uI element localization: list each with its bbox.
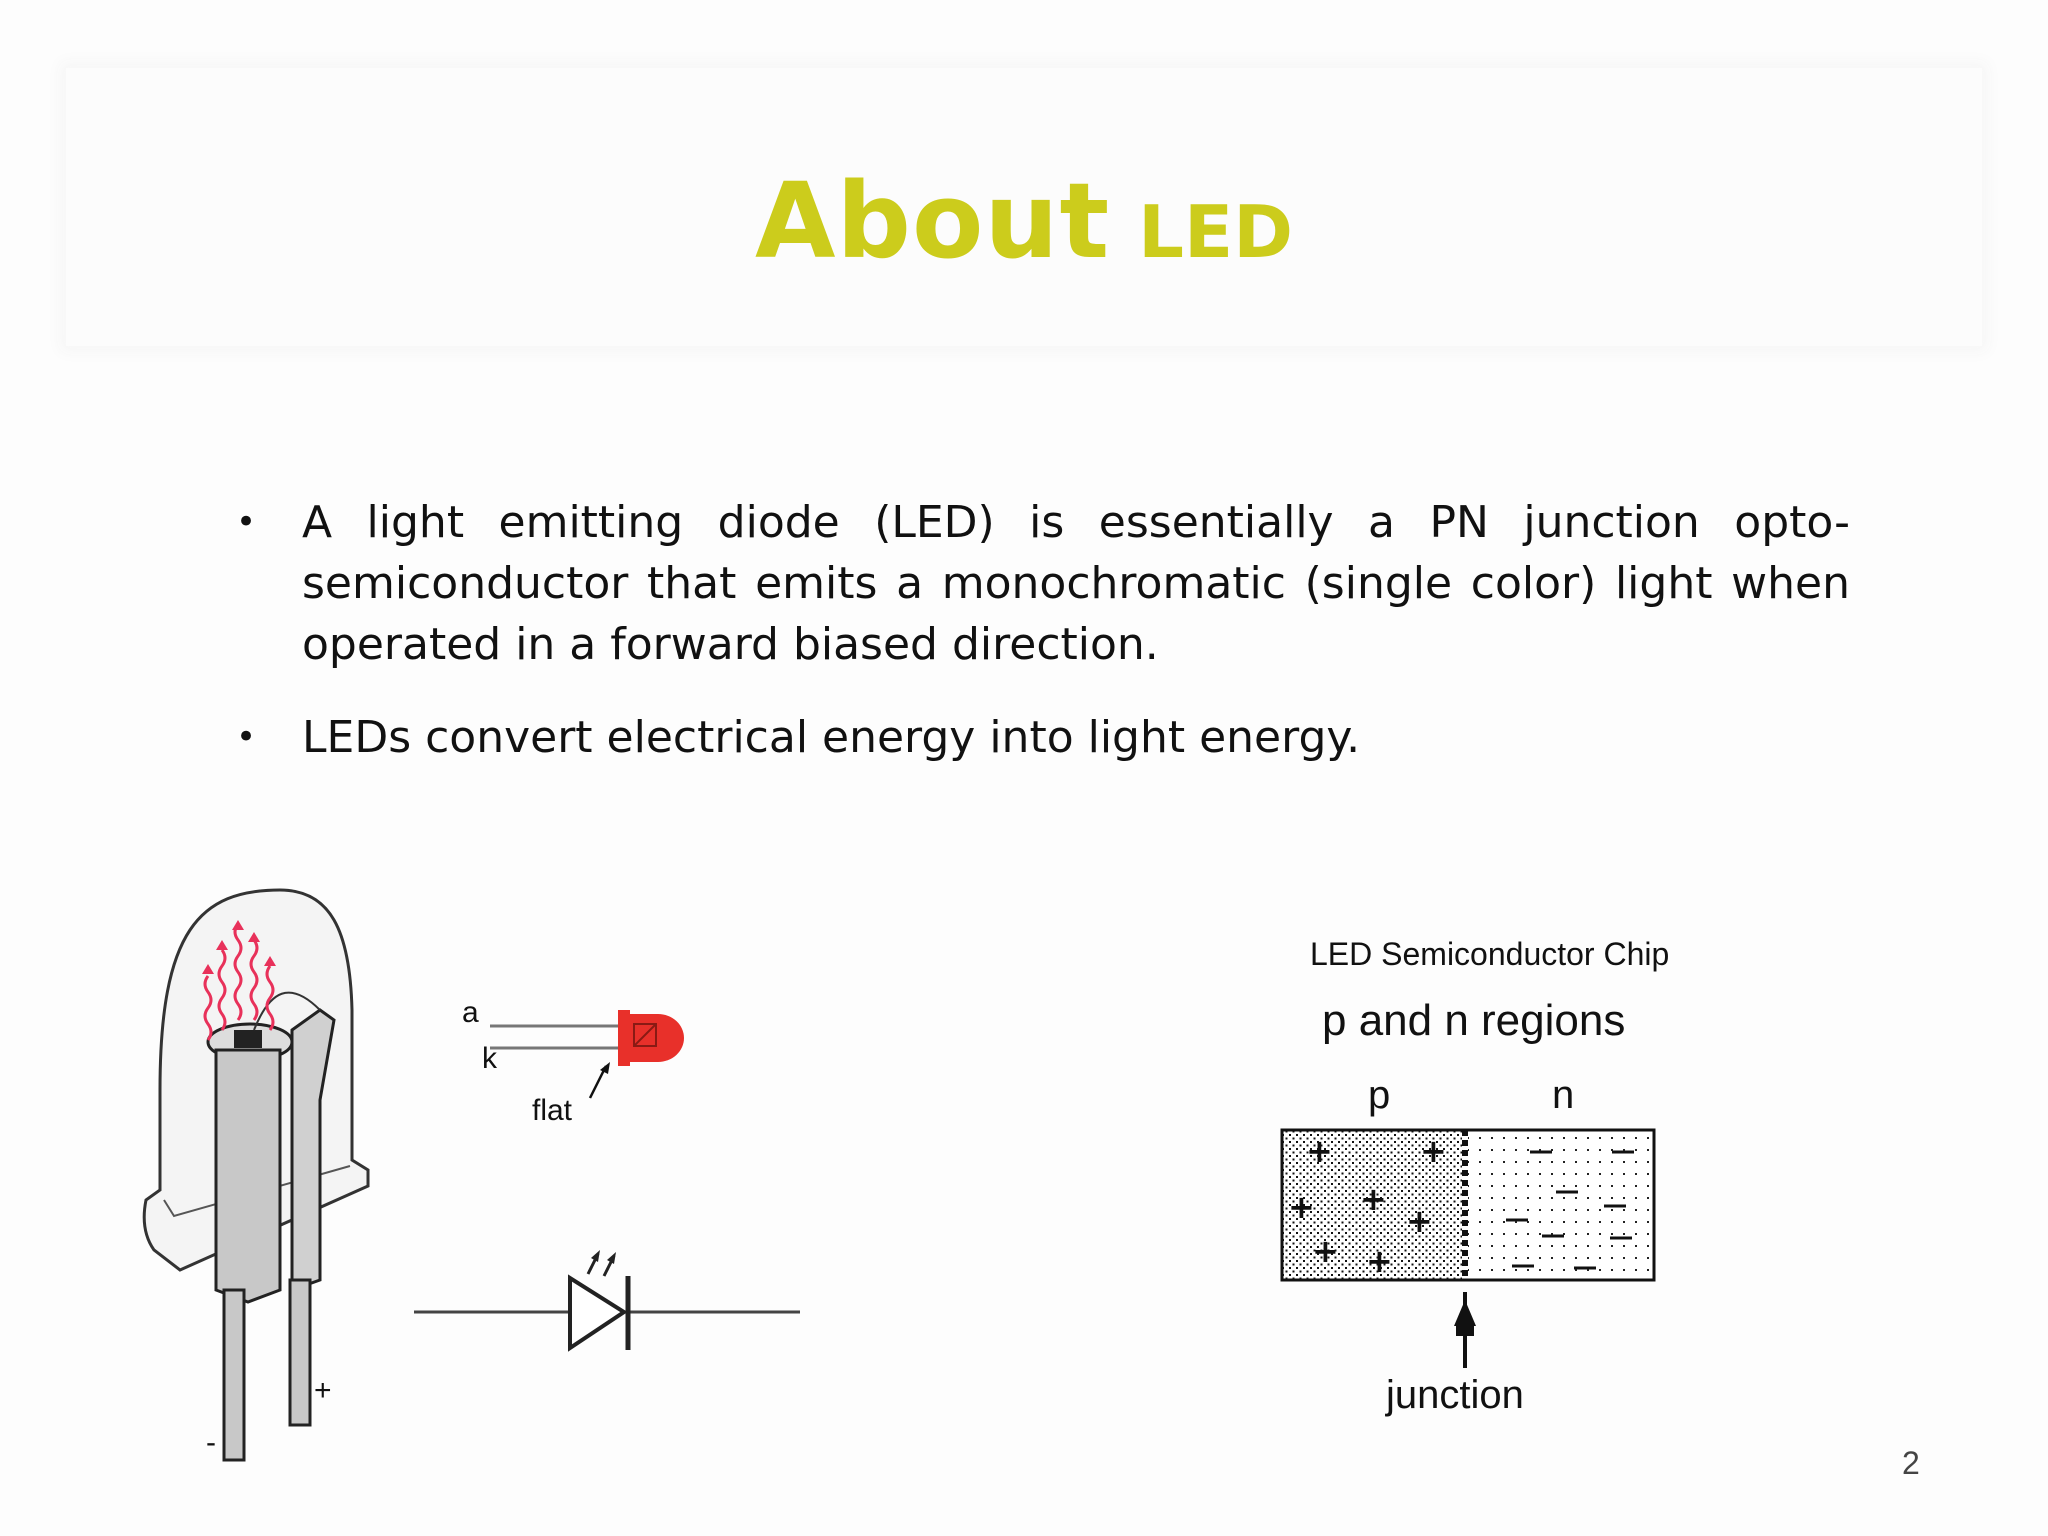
title-sub: LED — [1138, 190, 1293, 274]
led-side-view: a k flat — [462, 996, 684, 1127]
title-band — [66, 68, 1982, 346]
bullet-text: A light emitting diode (LED) is essentia… — [302, 497, 1850, 670]
junction-label: junction — [1385, 1373, 1524, 1417]
bullet-dot: • — [236, 717, 257, 757]
bullet-item: • A light emitting diode (LED) is essent… — [236, 492, 1850, 675]
n-label: n — [1552, 1073, 1574, 1117]
plus-label: + — [314, 1374, 332, 1407]
bullet-dot: • — [236, 502, 257, 542]
chip-diagram: LED Semiconductor Chip p and n regions p… — [1280, 936, 1669, 1417]
title-main: About — [755, 160, 1111, 282]
bullet-item: • LEDs convert electrical energy into li… — [236, 707, 1850, 768]
p-region — [1282, 1130, 1462, 1280]
svg-text:+: + — [1288, 1188, 1315, 1226]
cathode-label: k — [482, 1042, 498, 1075]
led-schematic-symbol — [414, 1250, 800, 1352]
svg-text:+: + — [1306, 1132, 1333, 1170]
p-label: p — [1368, 1073, 1390, 1117]
slide-title: About LED — [0, 160, 2048, 282]
chip-subtitle: p and n regions — [1322, 996, 1625, 1045]
light-waves — [203, 923, 275, 1041]
bullet-text: LEDs convert electrical energy into ligh… — [302, 712, 1361, 763]
svg-text:+: + — [1420, 1132, 1447, 1170]
bullet-list: • A light emitting diode (LED) is essent… — [236, 492, 1850, 800]
svg-text:+: + — [1312, 1232, 1339, 1270]
flat-label: flat — [532, 1094, 573, 1127]
page-number: 2 — [1902, 1445, 1920, 1481]
chip-title: LED Semiconductor Chip — [1310, 936, 1669, 972]
led-package-illustration: - + — [142, 888, 370, 1462]
anode-label: a — [462, 996, 479, 1029]
minus-label: - — [206, 1426, 216, 1459]
svg-text:+: + — [1366, 1242, 1393, 1280]
svg-text:+: + — [1360, 1180, 1387, 1218]
svg-text:+: + — [1406, 1202, 1433, 1240]
